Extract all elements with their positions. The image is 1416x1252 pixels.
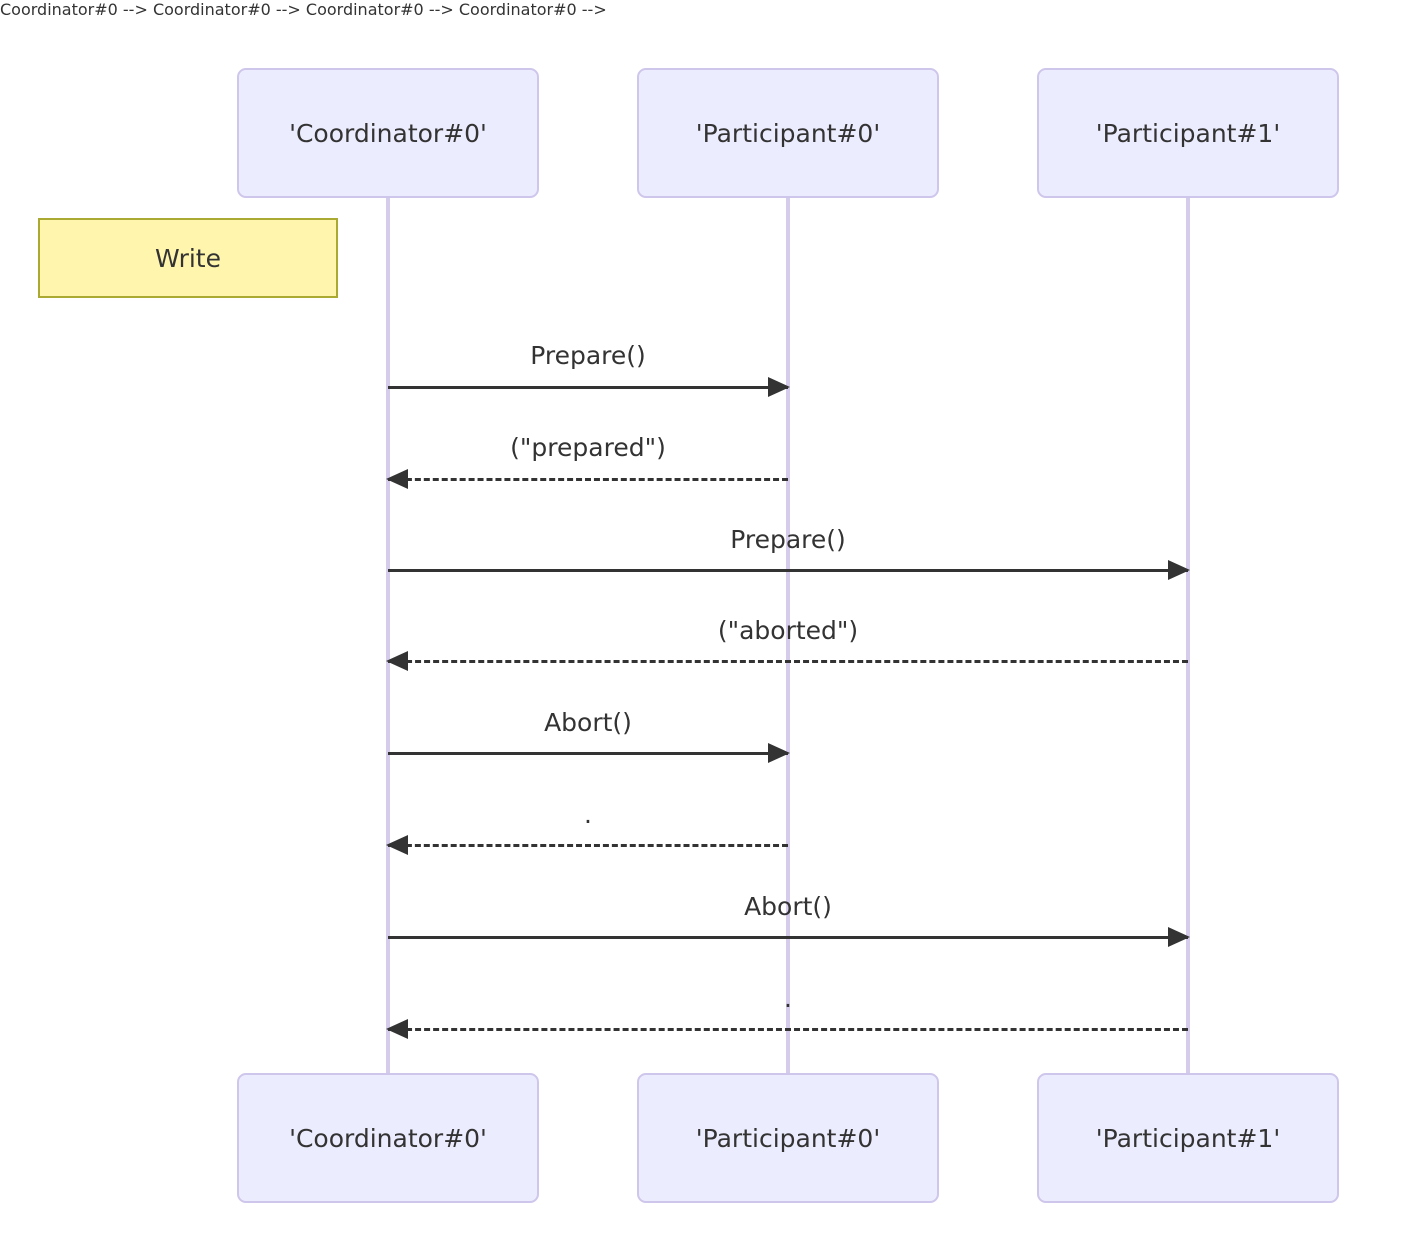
actor-label: 'Participant#0' [695, 118, 881, 148]
actor-label: 'Coordinator#0' [289, 1123, 487, 1153]
actor-top-participant0: 'Participant#0' [637, 68, 939, 198]
message-return-arrow [386, 651, 1188, 671]
message-label: ("prepared") [510, 433, 666, 462]
note-box: Write [38, 218, 338, 298]
actor-bottom-participant1: 'Participant#1' [1037, 1073, 1339, 1203]
arrowhead-left-icon [386, 835, 408, 855]
actor-bottom-coordinator0: 'Coordinator#0' [237, 1073, 539, 1203]
arrowhead-right-icon [768, 743, 790, 763]
arrowhead-left-icon [386, 651, 408, 671]
message-label: Abort() [744, 892, 832, 921]
actor-top-coordinator0: 'Coordinator#0' [237, 68, 539, 198]
lifeline-participant0 [786, 198, 790, 1074]
message-label: Prepare() [730, 525, 846, 554]
message-return-arrow [386, 469, 788, 489]
message-label: Abort() [544, 708, 632, 737]
lifeline-coordinator0 [386, 198, 390, 1074]
arrowhead-left-icon [386, 469, 408, 489]
actor-label: 'Participant#0' [695, 1123, 881, 1153]
arrowhead-right-icon [1168, 560, 1190, 580]
actor-bottom-participant0: 'Participant#0' [637, 1073, 939, 1203]
actor-label: 'Participant#1' [1095, 118, 1281, 148]
message-arrow [388, 927, 1190, 947]
message-arrow [388, 377, 790, 397]
arrowhead-right-icon [768, 377, 790, 397]
lifeline-participant1 [1186, 198, 1190, 1074]
actor-label: 'Participant#1' [1095, 1123, 1281, 1153]
message-label: ("aborted") [717, 616, 859, 645]
arrowhead-right-icon [1168, 927, 1190, 947]
message-label: . [584, 800, 592, 829]
message-arrow [388, 560, 1190, 580]
message-arrow [388, 743, 790, 763]
actor-top-participant1: 'Participant#1' [1037, 68, 1339, 198]
note-label: Write [154, 243, 221, 273]
message-return-arrow [386, 1019, 1188, 1039]
arrowhead-left-icon [386, 1019, 408, 1039]
message-label: . [784, 984, 792, 1013]
message-return-arrow [386, 835, 788, 855]
actor-label: 'Coordinator#0' [289, 118, 487, 148]
message-label: Prepare() [530, 341, 646, 370]
